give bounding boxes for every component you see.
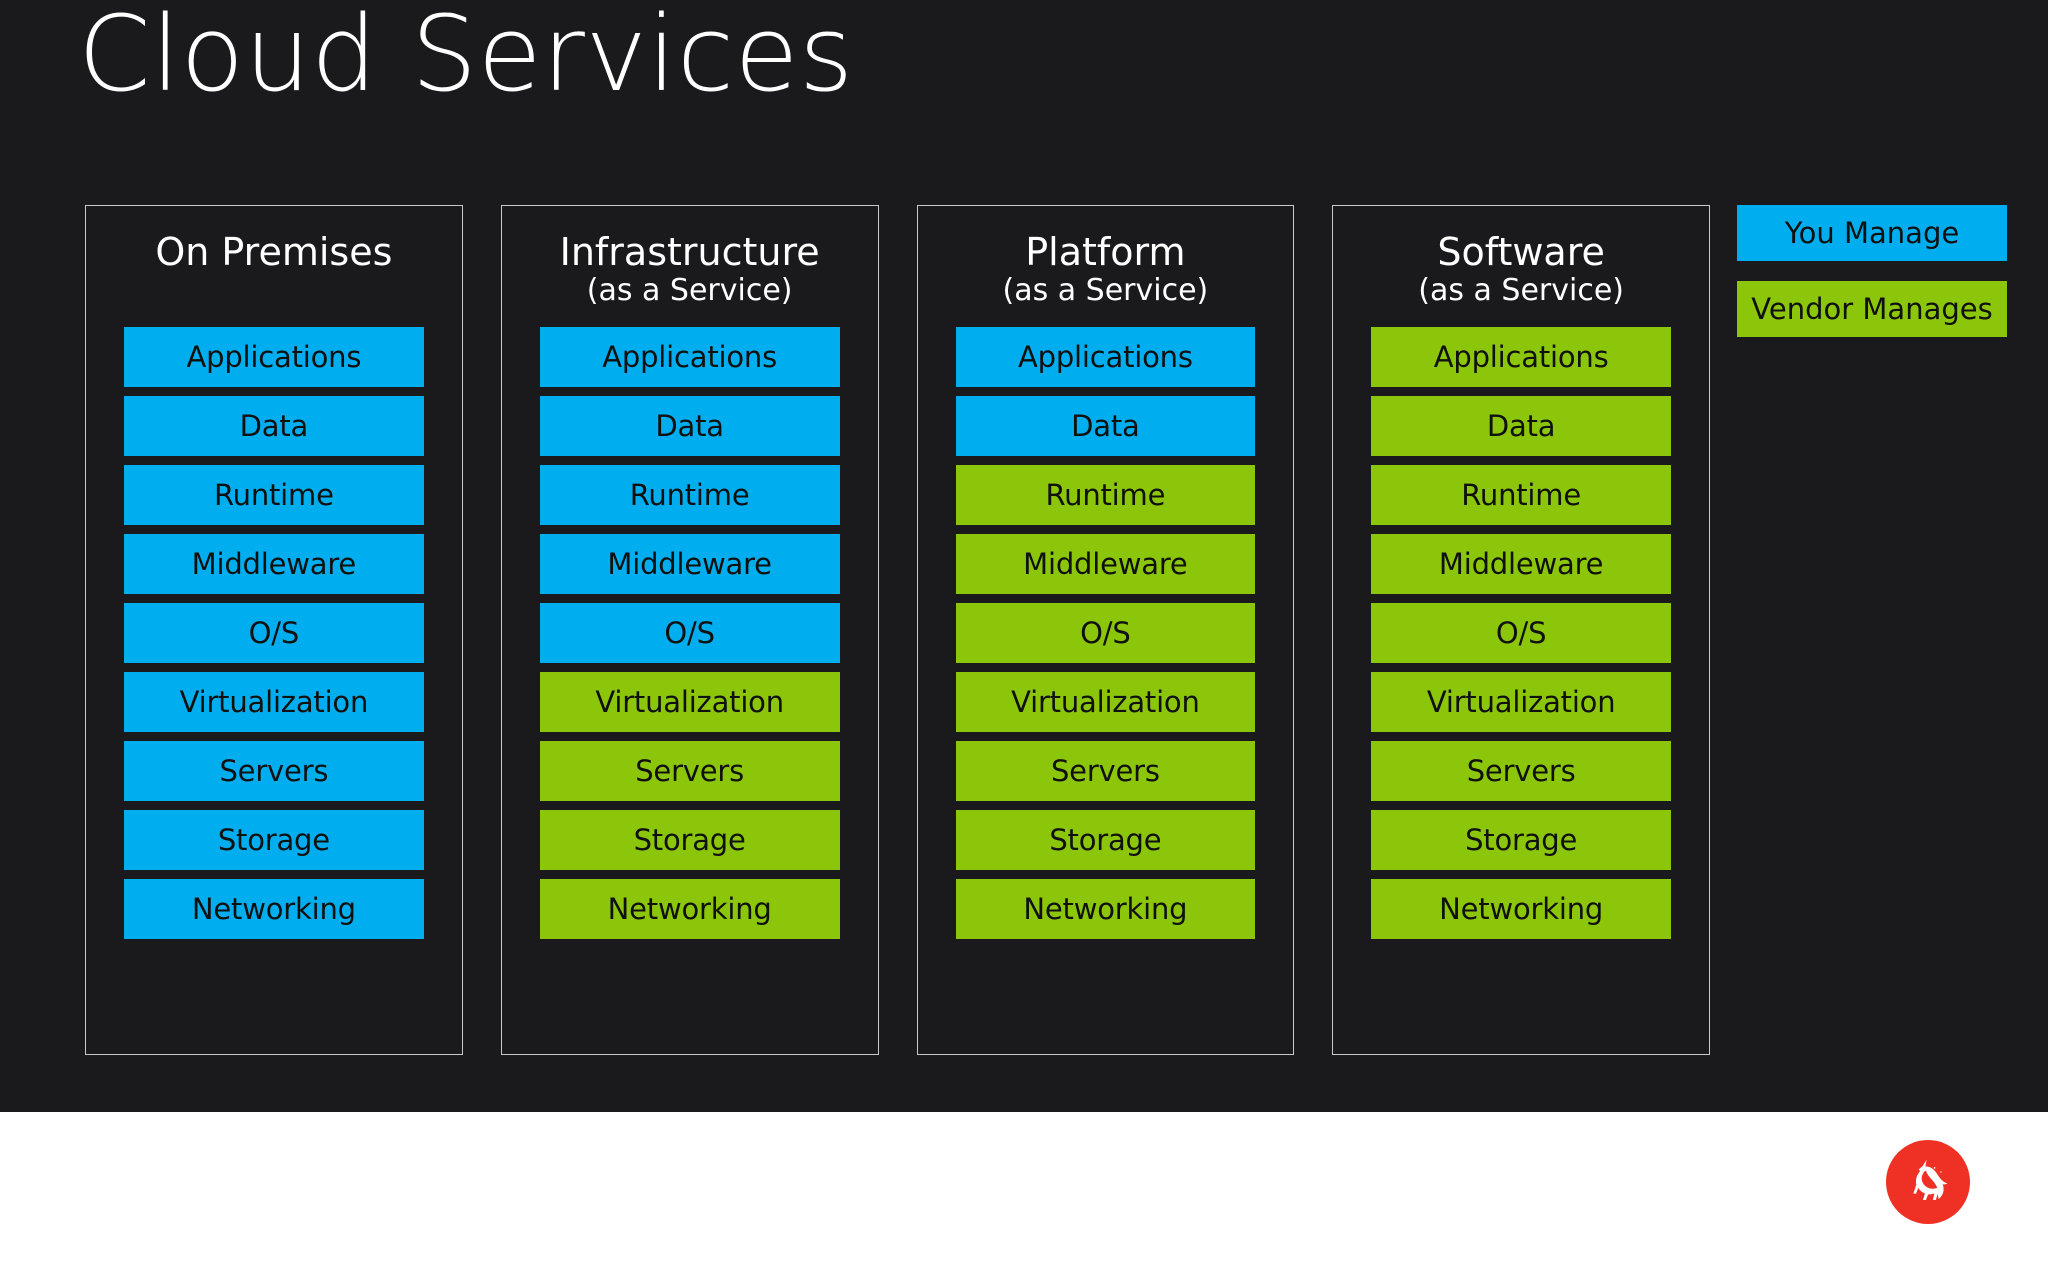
column-subtitle: (as a Service) bbox=[1002, 273, 1209, 309]
layer-block: Runtime bbox=[124, 465, 424, 526]
layer-block: Applications bbox=[955, 327, 1256, 388]
layer-block: Data bbox=[1371, 396, 1671, 457]
column-title: Platform bbox=[1025, 230, 1186, 274]
column-subtitle: (as a Service) bbox=[1418, 273, 1624, 309]
layer-block: Networking bbox=[955, 879, 1256, 940]
layer-block: O/S bbox=[124, 603, 424, 664]
column-header: Software(as a Service) bbox=[1333, 206, 1709, 309]
unicorn-logo bbox=[1886, 1140, 1970, 1224]
layer-block: Data bbox=[124, 396, 424, 457]
column-title: On Premises bbox=[155, 230, 393, 274]
column-subtitle bbox=[86, 273, 462, 309]
layer-block: Virtualization bbox=[539, 672, 840, 733]
layer-block: O/S bbox=[955, 603, 1256, 664]
layer-block: Middleware bbox=[955, 534, 1256, 595]
layer-block: Runtime bbox=[955, 465, 1256, 526]
layer-block: Applications bbox=[539, 327, 840, 388]
layer-block: Storage bbox=[955, 810, 1256, 871]
layer-block: Servers bbox=[955, 741, 1256, 802]
column-title: Software bbox=[1437, 230, 1605, 274]
layer-block: Runtime bbox=[539, 465, 840, 526]
layer-block: Middleware bbox=[1371, 534, 1671, 595]
layer-block: Storage bbox=[539, 810, 840, 871]
layer-block: Data bbox=[955, 396, 1256, 457]
layer-block: Networking bbox=[1371, 879, 1671, 940]
legend-item-you: You Manage bbox=[1737, 205, 2007, 261]
layer-block: Applications bbox=[124, 327, 424, 388]
column-title: Infrastructure bbox=[559, 230, 820, 274]
layer-block: Storage bbox=[1371, 810, 1671, 871]
legend-item-vendor: Vendor Manages bbox=[1737, 281, 2007, 337]
layer-block: Networking bbox=[124, 879, 424, 940]
footer-bar bbox=[0, 1112, 2048, 1280]
layer-block: Middleware bbox=[539, 534, 840, 595]
layer-block: Servers bbox=[539, 741, 840, 802]
layer-block: Runtime bbox=[1371, 465, 1671, 526]
layer-block: Servers bbox=[1371, 741, 1671, 802]
column-subtitle: (as a Service) bbox=[586, 273, 793, 309]
column-header: Infrastructure(as a Service) bbox=[502, 206, 878, 309]
layer-block: Servers bbox=[124, 741, 424, 802]
layer-block: Storage bbox=[124, 810, 424, 871]
page-title: Cloud Services bbox=[78, 0, 854, 115]
column-header: On Premises bbox=[86, 206, 462, 309]
layer-block: Applications bbox=[1371, 327, 1671, 388]
layer-block: Virtualization bbox=[124, 672, 424, 733]
unicorn-icon bbox=[1900, 1154, 1956, 1210]
service-column: Infrastructure(as a Service) Applications… bbox=[500, 205, 879, 1055]
layer-block: Virtualization bbox=[1371, 672, 1671, 733]
layer-block: O/S bbox=[1371, 603, 1671, 664]
layer-block: Data bbox=[539, 396, 840, 457]
layer-block: Middleware bbox=[124, 534, 424, 595]
layer-block: Networking bbox=[539, 879, 840, 940]
layer-block: Virtualization bbox=[955, 672, 1256, 733]
column-header: Platform(as a Service) bbox=[918, 206, 1294, 309]
layer-block: O/S bbox=[539, 603, 840, 664]
